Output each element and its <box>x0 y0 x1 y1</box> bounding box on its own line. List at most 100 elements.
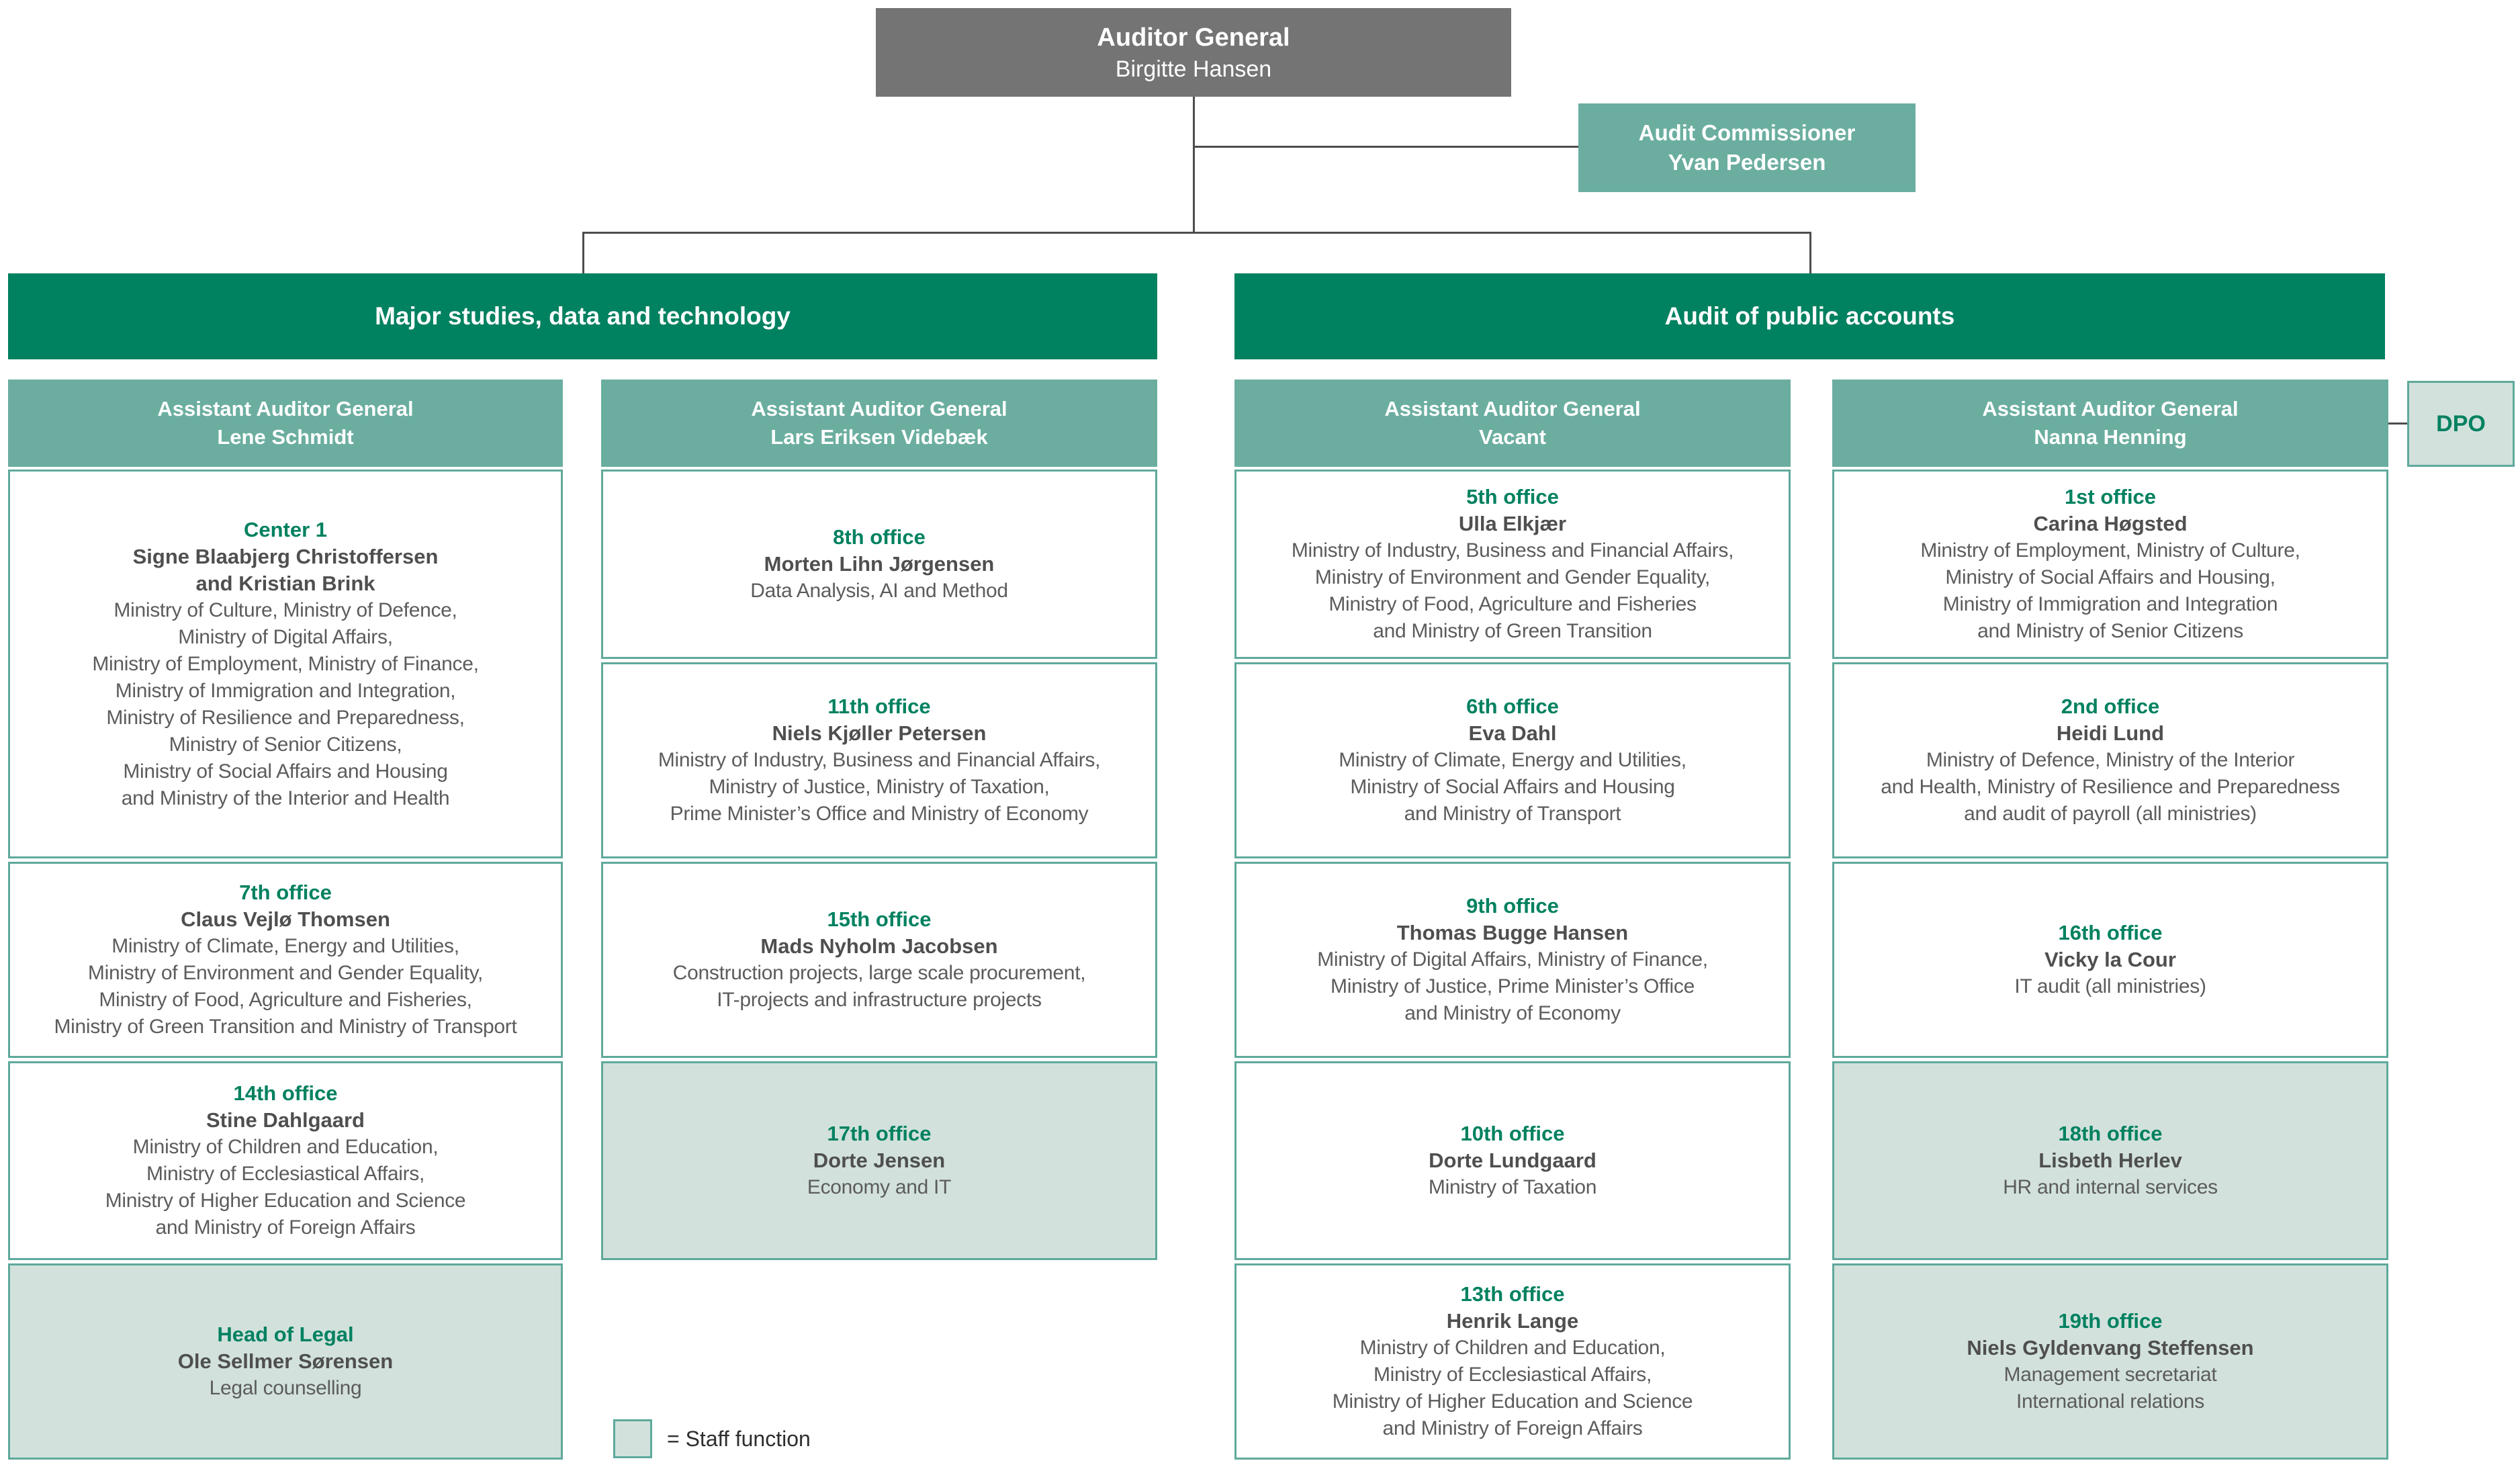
responsibility-line: and Ministry of Foreign Affairs <box>1382 1417 1643 1439</box>
section-title: 10th office <box>1460 1122 1565 1145</box>
connector-line <box>582 232 584 274</box>
responsibility-line: Ministry of Employment, Ministry of Fina… <box>92 652 479 675</box>
responsibility-line: Ministry of Social Affairs and Housing, <box>1945 566 2276 588</box>
person-name: Ole Sellmer Sørensen <box>177 1349 394 1373</box>
auditor-general-title: Auditor General <box>1097 24 1290 52</box>
person-name: Niels Kjøller Petersen <box>772 721 987 745</box>
section-title: 19th office <box>2058 1309 2163 1333</box>
section-title: 7th office <box>239 881 332 904</box>
audit-commissioner-title: Audit Commissioner <box>1638 120 1856 145</box>
responsibility-line: and Ministry of Economy <box>1404 1002 1621 1024</box>
responsibility-line: Legal counselling <box>209 1377 362 1399</box>
responsibility-line: and Ministry of Foreign Affairs <box>155 1216 416 1239</box>
responsibility-line: Ministry of Industry, Business and Finan… <box>1291 539 1734 562</box>
section-title: 6th office <box>1466 695 1559 718</box>
person-name: Ulla Elkjær <box>1458 512 1567 535</box>
person-name: Carina Høgsted <box>2033 512 2188 535</box>
responsibility-line: Ministry of Social Affairs and Housing <box>1350 776 1675 798</box>
person-name: Niels Gyldenvang Steffensen <box>1967 1336 2254 1359</box>
connector-line <box>582 232 1811 234</box>
responsibility-line: Ministry of Employment, Ministry of Cult… <box>1920 539 2300 562</box>
dpo-box: DPO <box>2407 381 2515 467</box>
responsibility-line: Ministry of Defence, Ministry of the Int… <box>1926 749 2295 771</box>
section-title: 14th office <box>233 1081 338 1105</box>
responsibility-line: Ministry of Higher Education and Science <box>1332 1390 1693 1413</box>
section-title: 15th office <box>827 907 932 931</box>
responsibility-line: Ministry of Culture, Ministry of Defence… <box>114 598 457 621</box>
responsibility-line: IT audit (all ministries) <box>2014 975 2206 997</box>
section-title: 16th office <box>2058 921 2163 944</box>
responsibility-line: Economy and IT <box>807 1176 952 1198</box>
responsibility-line: Ministry of Environment and Gender Equal… <box>1314 566 1711 588</box>
section-title: 5th office <box>1466 485 1559 508</box>
responsibility-line: Data Analysis, AI and Method <box>750 580 1008 602</box>
responsibility-line: Ministry of Resilience and Preparedness, <box>106 706 465 729</box>
section-title: 13th office <box>1460 1282 1565 1306</box>
person-name: Signe Blaabjerg Christoffersen <box>132 544 439 568</box>
column-header-title: Assistant Auditor General <box>1384 397 1641 420</box>
responsibility-line: and Ministry of the Interior and Health <box>121 787 450 809</box>
column-header-name: Vacant <box>1479 425 1546 449</box>
audit-commissioner-name: Yvan Pedersen <box>1668 150 1826 175</box>
responsibility-line: International relations <box>2016 1390 2204 1413</box>
responsibility-line: Ministry of Children and Education, <box>1359 1337 1666 1359</box>
section-title: 2nd office <box>2061 695 2160 718</box>
person-name: and Kristian Brink <box>195 571 375 595</box>
person-name: Thomas Bugge Hansen <box>1396 921 1629 944</box>
auditor-general-name: Birgitte Hansen <box>1115 56 1272 82</box>
section-title: 8th office <box>833 525 926 549</box>
responsibility-line: Ministry of Climate, Energy and Utilitie… <box>1339 749 1686 771</box>
legend-label: = Staff function <box>667 1427 811 1451</box>
person-name: Stine Dahlgaard <box>206 1108 365 1132</box>
auditor-general-box: Auditor General Birgitte Hansen <box>876 8 1511 97</box>
section-title: 18th office <box>2058 1122 2163 1145</box>
person-name: Morten Lihn Jørgensen <box>764 552 995 576</box>
responsibility-line: HR and internal services <box>2003 1176 2218 1198</box>
person-name: Mads Nyholm Jacobsen <box>760 934 998 958</box>
branch-band-major-studies: Major studies, data and technology <box>8 273 1157 359</box>
responsibility-line: and Ministry of Green Transition <box>1373 620 1652 642</box>
responsibility-line: Ministry of Immigration and Integration <box>1942 593 2278 615</box>
responsibility-line: Ministry of Senior Citizens, <box>169 733 402 756</box>
column-header-title: Assistant Auditor General <box>157 397 414 420</box>
person-name: Heidi Lund <box>2056 721 2165 745</box>
responsibility-line: Ministry of Digital Affairs, Ministry of… <box>1317 948 1708 971</box>
branch-band-label: Major studies, data and technology <box>375 302 791 330</box>
person-name: Claus Vejlø Thomsen <box>181 907 390 931</box>
responsibility-line: Ministry of Social Affairs and Housing <box>123 760 448 783</box>
responsibility-line: Ministry of Industry, Business and Finan… <box>658 749 1101 771</box>
responsibility-line: Ministry of Digital Affairs, <box>178 625 393 648</box>
responsibility-line: Ministry of Environment and Gender Equal… <box>87 962 484 984</box>
connector-line <box>1193 97 1195 234</box>
responsibility-line: and Ministry of Senior Citizens <box>1977 620 2243 642</box>
dpo-label: DPO <box>2436 410 2486 437</box>
person-name: Eva Dahl <box>1468 721 1557 745</box>
column-header-name: Lars Eriksen Videbæk <box>770 425 988 449</box>
responsibility-line: Ministry of Green Transition and Ministr… <box>54 1016 517 1038</box>
person-name: Dorte Lundgaard <box>1429 1149 1596 1172</box>
connector-line <box>1193 146 1578 148</box>
section-title: 11th office <box>827 695 931 718</box>
responsibility-line: Ministry of Children and Education, <box>132 1136 439 1158</box>
responsibility-line: Ministry of Immigration and Integration, <box>115 679 456 702</box>
